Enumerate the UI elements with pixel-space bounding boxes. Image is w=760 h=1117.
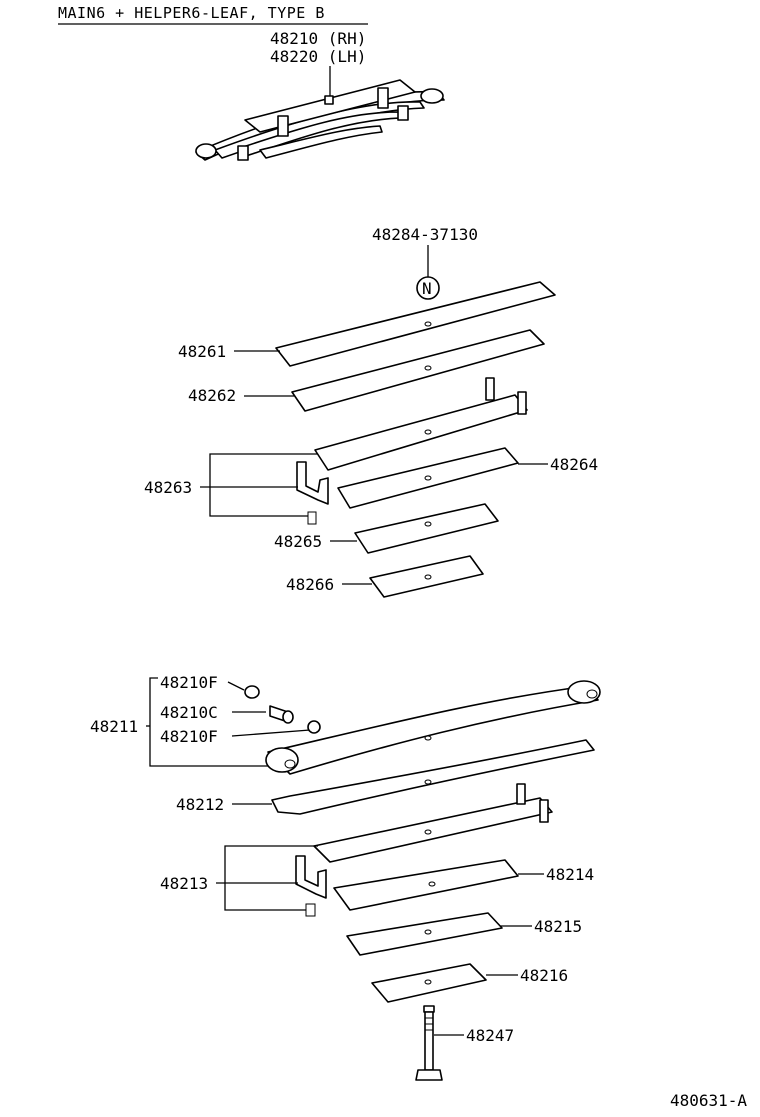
part-label-48263[interactable]: 48263 — [144, 478, 192, 497]
bracket-48263 — [209, 453, 318, 517]
part-label-48214[interactable]: 48214 — [546, 865, 594, 884]
bushing-label-48210F-top[interactable]: 48210F — [160, 673, 218, 692]
leaf-48215 — [346, 912, 503, 956]
leaf-48262 — [291, 329, 545, 412]
clip-48263-upper-right — [517, 391, 527, 415]
diagram-code: 480631-A — [670, 1091, 747, 1110]
leaf-48265 — [354, 503, 499, 554]
clip-48263-upper — [485, 377, 495, 401]
part-label-48266[interactable]: 48266 — [286, 575, 334, 594]
part-label-48247[interactable]: 48247 — [466, 1026, 514, 1045]
part-label-48261[interactable]: 48261 — [178, 342, 226, 361]
part-label-48216[interactable]: 48216 — [520, 966, 568, 985]
leader-48210F-bottom — [231, 729, 311, 737]
clip-48213 — [295, 855, 327, 899]
leaf-48263 — [314, 394, 528, 471]
part-label-48215[interactable]: 48215 — [534, 917, 582, 936]
clip-48263 — [296, 461, 329, 505]
part-label-48213[interactable]: 48213 — [160, 874, 208, 893]
bushing-48210C-end — [282, 710, 294, 724]
bracket-48213 — [224, 845, 318, 911]
diagram-title: MAIN6 + HELPER6-LEAF, TYPE B — [58, 4, 325, 22]
bushing-label-48210F-bottom[interactable]: 48210F — [160, 727, 218, 746]
part-label-48265[interactable]: 48265 — [274, 532, 322, 551]
bushing-label-48210C[interactable]: 48210C — [160, 703, 218, 722]
leader-48210F-top — [227, 681, 245, 691]
clip-48213-upper — [516, 783, 526, 805]
new-part-symbol: N — [422, 279, 432, 298]
bushing-48210F-top — [244, 685, 260, 699]
leaf-48214 — [333, 859, 519, 911]
assembly-lh-label[interactable]: 48220 (LH) — [270, 47, 366, 66]
leaf-48261 — [275, 281, 556, 367]
center-bolt-48247 — [415, 1005, 443, 1081]
bracket-48211 — [149, 677, 270, 767]
bushing-48210F-bottom — [307, 720, 321, 734]
helper-kit-label[interactable]: 48284-37130 — [372, 225, 478, 244]
assembly-rh-label[interactable]: 48210 (RH) — [270, 29, 366, 48]
leaf-48213 — [313, 797, 553, 863]
part-label-48262[interactable]: 48262 — [188, 386, 236, 405]
leaf-48212 — [271, 739, 595, 815]
part-label-48211[interactable]: 48211 — [90, 717, 138, 736]
part-label-48264[interactable]: 48264 — [550, 455, 598, 474]
leaf-spring-assembly-drawing — [195, 79, 445, 161]
new-part-circle-icon — [416, 276, 440, 300]
clip-48213-upper-right — [539, 799, 549, 823]
part-label-48212[interactable]: 48212 — [176, 795, 224, 814]
eye-48211-left — [265, 747, 299, 773]
bolt-48213 — [305, 903, 316, 917]
bolt-48263 — [307, 511, 317, 525]
